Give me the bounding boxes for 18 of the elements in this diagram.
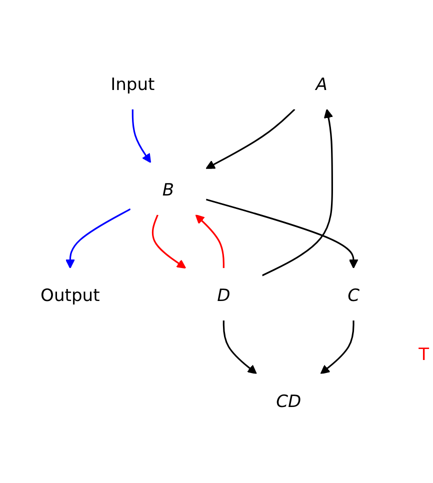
arrow [222,320,257,374]
arrow [195,214,224,268]
note-text: T [418,345,429,365]
arrow [132,109,152,163]
arrow [320,320,354,374]
flow-diagram: Input A B Output D C CD [0,0,400,483]
node-text: A [316,75,328,96]
node-text: D [217,286,230,306]
arrow [206,198,358,269]
node-text: Output [40,286,100,306]
arrow [152,214,186,269]
arrow [65,208,131,269]
arrow [262,108,334,276]
node-text: C [348,286,360,306]
node-text: CD [276,392,302,412]
arrow [206,108,296,169]
node-text: Input [110,75,155,96]
node-text: B [162,180,174,201]
